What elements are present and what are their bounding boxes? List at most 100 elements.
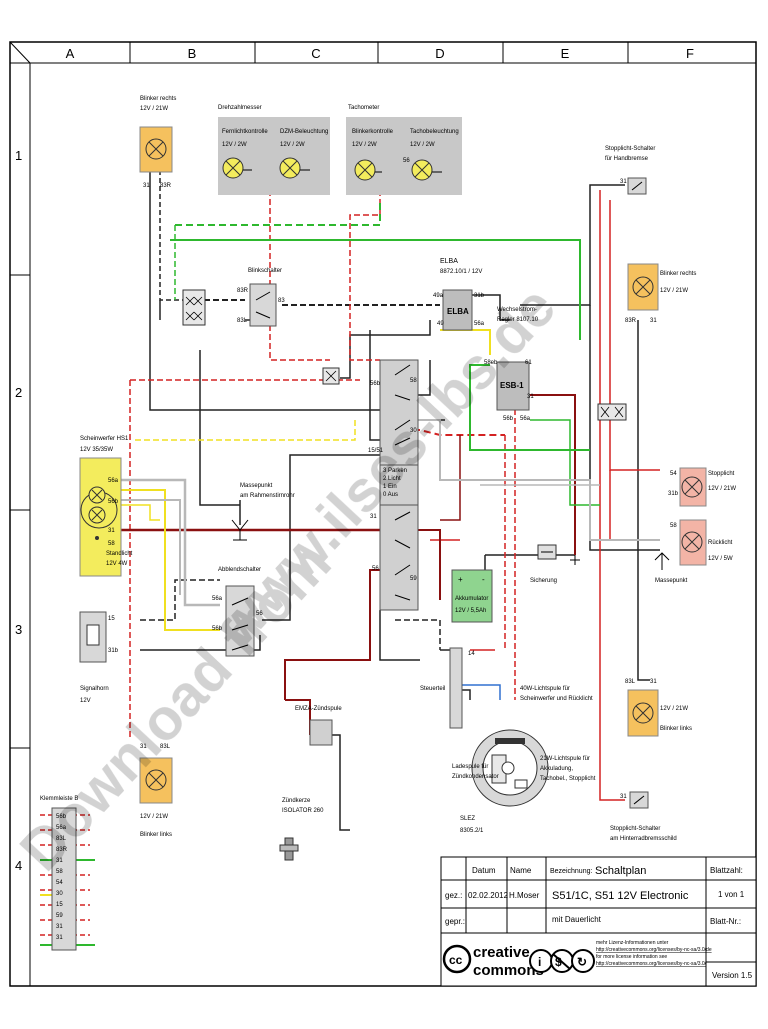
svg-text:for more license information s: for more license information see — [596, 954, 667, 960]
svg-text:21W-Lichtspule für: 21W-Lichtspule für — [540, 756, 590, 762]
svg-text:cc: cc — [449, 953, 463, 967]
svg-text:Massepunkt: Massepunkt — [655, 578, 688, 584]
svg-text:12V / 21W: 12V / 21W — [140, 814, 168, 820]
svg-text:Tachometer: Tachometer — [348, 105, 379, 111]
abblendschalter: Abblendschalter 56a 56b 56 — [212, 567, 263, 657]
col-label-b: B — [188, 46, 197, 61]
svg-text:8872.10/1 / 12V: 8872.10/1 / 12V — [440, 269, 482, 275]
svg-text:Massepunkt: Massepunkt — [240, 483, 273, 489]
svg-text:1 Ein: 1 Ein — [383, 484, 397, 490]
stopplicht-schalter-bottom: 31 Stopplicht-Schalter am Hinterradbrems… — [610, 791, 677, 842]
svg-text:31: 31 — [527, 394, 534, 400]
tb-version: Version 1.5 — [712, 971, 753, 980]
svg-text:59: 59 — [410, 576, 417, 582]
svg-text:56b: 56b — [503, 416, 514, 422]
svg-text:56: 56 — [403, 158, 410, 164]
row-labels: 1 2 3 4 — [15, 148, 22, 873]
col-label-a: A — [66, 46, 75, 61]
klemmleiste-terminal: 83R — [56, 847, 68, 853]
tb-bezeichnung-label: Bezeichnung: — [550, 868, 592, 875]
svg-text:Fernlichtkontrolle: Fernlichtkontrolle — [222, 129, 268, 135]
svg-text:-: - — [482, 575, 485, 584]
svg-text:56b: 56b — [108, 499, 119, 505]
svg-text:Ladespule für: Ladespule für — [452, 764, 488, 770]
signalhorn: 15 31b Signalhorn 12V — [79, 611, 119, 704]
scheinwerfer: Scheinwerfer HS1 12V 35/35W 56a 56b 31 5… — [79, 436, 133, 577]
drawing-frame — [9, 41, 757, 987]
svg-text:83L: 83L — [237, 318, 248, 324]
klemmleiste-terminal: 31 — [56, 924, 63, 930]
svg-text:Akkuladung,: Akkuladung, — [540, 766, 573, 772]
svg-text:56: 56 — [256, 611, 263, 617]
svg-text:58: 58 — [108, 541, 115, 547]
klemmleiste-terminal: 31 — [56, 858, 63, 864]
svg-text:12V / 21W: 12V / 21W — [660, 288, 688, 294]
svg-text:83L: 83L — [160, 744, 171, 750]
tb-blatt-count: 1 von 1 — [718, 890, 745, 899]
stopplicht-right: Stopplicht 12V / 21W 54 31b — [668, 467, 736, 507]
tb-gez-name: H.Moser — [509, 891, 540, 900]
svg-text:Stopplicht-Schalter: Stopplicht-Schalter — [605, 146, 655, 152]
svg-text:Blinker rechts: Blinker rechts — [660, 271, 696, 277]
svg-text:mehr Lizenz-Informationen unte: mehr Lizenz-Informationen unter — [596, 940, 669, 946]
svg-text:12V / 21W: 12V / 21W — [660, 706, 688, 712]
sicherung: Sicherung — [530, 544, 580, 584]
svg-text:i: i — [538, 955, 541, 969]
svg-text:Blinkschalter: Blinkschalter — [248, 268, 282, 274]
svg-text:+: + — [458, 575, 463, 584]
col-label-f: F — [686, 46, 694, 61]
svg-text:Zündkerze: Zündkerze — [282, 798, 311, 804]
svg-text:$: $ — [555, 955, 562, 969]
tb-gez-label: gez.: — [445, 891, 462, 900]
svg-text:12V / 5W: 12V / 5W — [708, 556, 733, 562]
svg-text:30: 30 — [410, 428, 417, 434]
klemmleiste-terminal: 58 — [56, 869, 63, 875]
svg-text:83R: 83R — [160, 183, 172, 189]
klemmleiste-terminal: 83L — [56, 836, 67, 842]
svg-text:49: 49 — [437, 321, 444, 327]
svg-text:http://creativecommons.org/lic: http://creativecommons.org/licenses/by-n… — [596, 947, 712, 953]
lichtspule-40w: 40W-Lichtspule für Scheinwerfer und Rück… — [520, 686, 593, 702]
svg-text:SLEZ: SLEZ — [460, 816, 475, 822]
svg-text:Scheinwerfer und Rücklicht: Scheinwerfer und Rücklicht — [520, 696, 593, 702]
tachometer: Tachometer Blinkerkontrolle 12V / 2W Tac… — [346, 105, 462, 195]
svg-text:Abblendschalter: Abblendschalter — [218, 567, 261, 573]
svg-text:ELBA: ELBA — [447, 307, 469, 316]
drehzahlmesser: Drehzahlmesser Fernlichtkontrolle 12V / … — [218, 105, 330, 195]
klemmleiste-terminal: 56a — [56, 825, 67, 831]
svg-text:creative: creative — [473, 944, 530, 961]
column-labels: A B C D E F — [66, 46, 694, 61]
svg-text:12V 4W: 12V 4W — [106, 561, 128, 567]
svg-text:54: 54 — [670, 471, 677, 477]
svg-text:31b: 31b — [474, 293, 485, 299]
blinker-rechts-top: Blinker rechts 12V / 21W 31 83R — [139, 96, 176, 189]
elba-unit: ELBA 8872.10/1 / 12V ELBA 49a 49 31b 56a — [433, 258, 485, 331]
svg-text:31: 31 — [650, 679, 657, 685]
svg-text:Zündkondensator: Zündkondensator — [452, 774, 499, 780]
blinker-links-bottom: 31 83L 12V / 21W Blinker links — [139, 744, 173, 838]
tb-name-label: Name — [510, 866, 532, 875]
col-label-d: D — [435, 46, 444, 61]
svg-text:83R: 83R — [625, 318, 637, 324]
svg-text:31: 31 — [650, 318, 657, 324]
svg-text:ISOLATOR 260: ISOLATOR 260 — [282, 808, 324, 814]
svg-text:56a: 56a — [108, 478, 119, 484]
row-label-2: 2 — [15, 385, 22, 400]
regler-esb1: Wechselstrom- Regler 8107.10 ESB-1 58eb … — [484, 307, 539, 422]
wire-connectors — [182, 289, 627, 421]
svg-text:Tachobel., Stopplicht: Tachobel., Stopplicht — [540, 776, 596, 782]
svg-text:56a: 56a — [212, 596, 223, 602]
svg-text:8305.2/1: 8305.2/1 — [460, 828, 484, 834]
svg-text:58: 58 — [410, 378, 417, 384]
col-label-c: C — [311, 46, 320, 61]
svg-text:12V 35/35W: 12V 35/35W — [80, 447, 113, 453]
col-label-e: E — [561, 46, 570, 61]
ruecklicht: Rücklicht 12V / 5W 58 — [670, 519, 733, 566]
svg-text:56: 56 — [372, 566, 379, 572]
row-label-1: 1 — [15, 148, 22, 163]
svg-text:83: 83 — [278, 298, 285, 304]
svg-text:ESB-1: ESB-1 — [500, 381, 524, 390]
svg-text:31b: 31b — [108, 648, 119, 654]
svg-text:31: 31 — [620, 179, 627, 185]
svg-text:Drehzahlmesser: Drehzahlmesser — [218, 105, 262, 111]
